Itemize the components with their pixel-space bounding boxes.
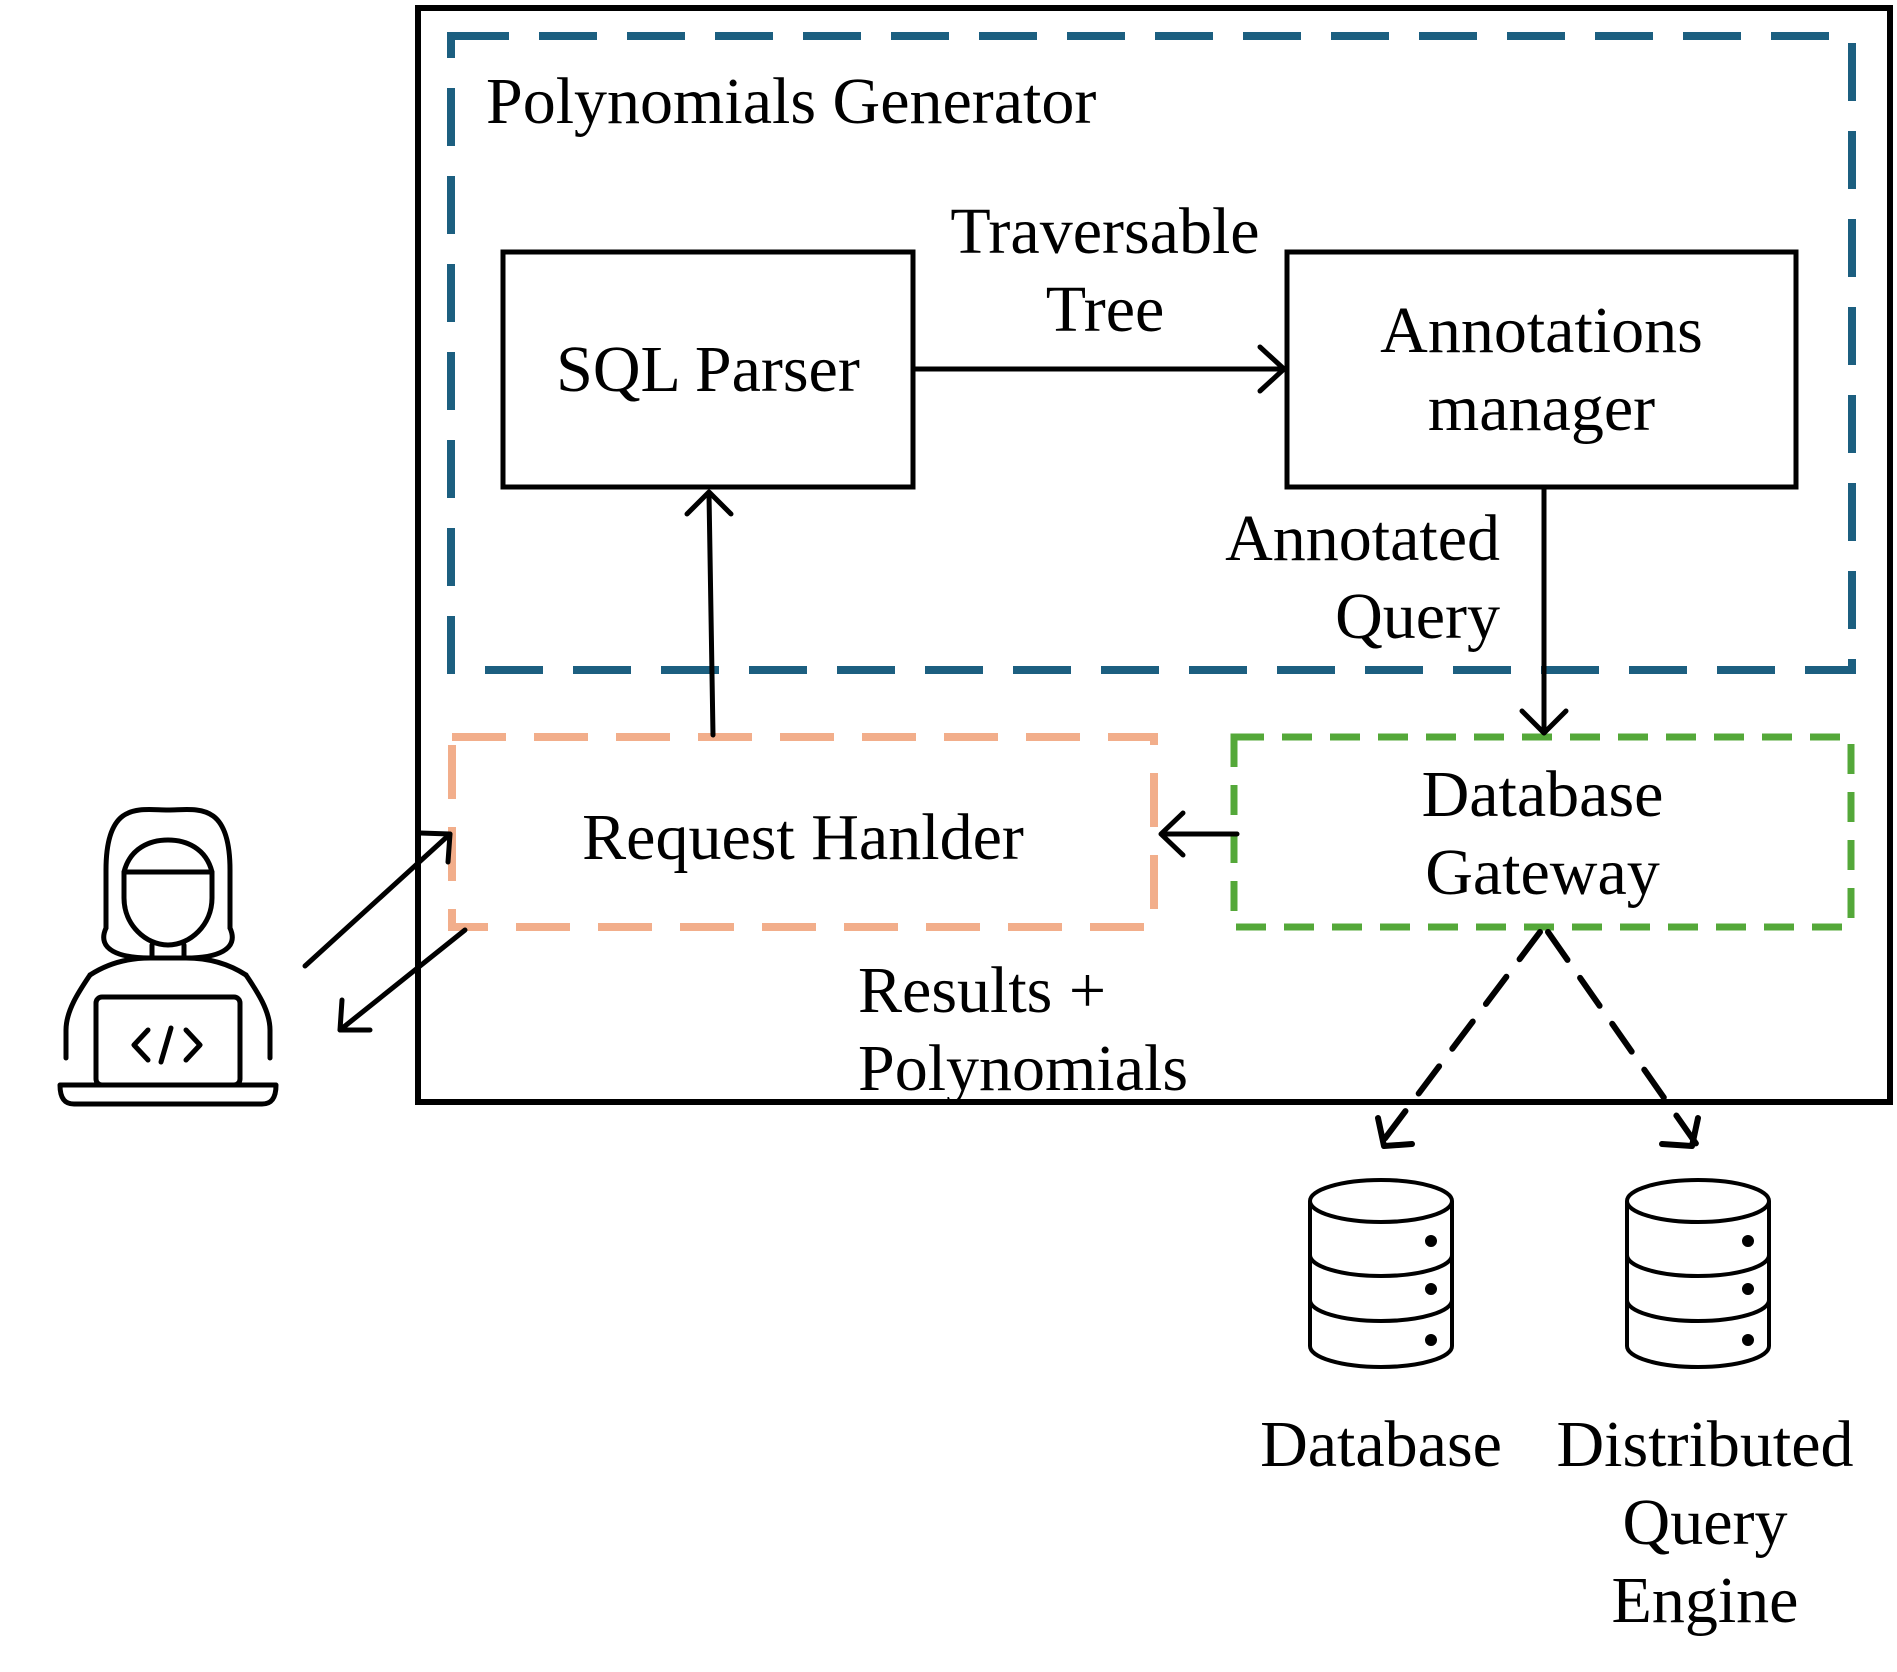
distributed-engine-icon	[1625, 1178, 1771, 1369]
handler-to-user-arrow	[337, 927, 468, 1033]
annotations-manager-line2: manager	[1427, 372, 1656, 445]
annotated-query-line2: Query	[1335, 580, 1500, 653]
request-handler-label: Request Hanlder	[582, 801, 1024, 874]
annotations-manager-label: Annotations manager	[1287, 292, 1796, 448]
gateway-to-engine-arrow	[1545, 929, 1701, 1149]
request-to-parser-arrow	[684, 489, 734, 738]
results-polynomials-line2: Polynomials	[858, 1032, 1189, 1105]
database-icon	[1308, 1178, 1454, 1369]
traversable-tree-label: Traversable Tree	[920, 193, 1290, 349]
gateway-to-database-arrow	[1375, 929, 1543, 1149]
results-polynomials-line1: Results +	[858, 954, 1107, 1027]
generator-title: Polynomials Generator	[486, 65, 1097, 138]
request-handler-box	[448, 733, 1158, 931]
results-polynomials-label: Results + Polynomials	[858, 952, 1188, 1108]
distributed-engine-line3: Engine	[1611, 1564, 1799, 1637]
annotations-manager-line1: Annotations	[1380, 294, 1703, 367]
annotated-query-line1: Annotated	[1225, 502, 1500, 575]
traversable-tree-arrow	[910, 344, 1287, 394]
distributed-engine-label: Distributed Query Engine	[1540, 1406, 1870, 1640]
developer-laptop-icon	[57, 807, 279, 1107]
database-gateway-box	[1230, 733, 1855, 931]
database-gateway-line1: Database	[1421, 758, 1664, 831]
traversable-tree-line2: Tree	[1045, 273, 1165, 346]
annotated-query-label: Annotated Query	[1150, 500, 1500, 656]
polynomials-generator-box	[447, 32, 1856, 674]
traversable-tree-line1: Traversable	[950, 195, 1260, 268]
gateway-to-handler-arrow	[1158, 810, 1240, 858]
annotated-query-arrow	[1519, 484, 1569, 736]
user-to-handler-arrow	[302, 830, 453, 969]
database-gateway-label: Database Gateway	[1234, 756, 1851, 912]
distributed-engine-line1: Distributed	[1556, 1408, 1854, 1481]
system-boundary-box	[415, 5, 1893, 1105]
database-gateway-line2: Gateway	[1425, 836, 1660, 909]
sql-parser-label: SQL Parser	[556, 333, 860, 406]
distributed-engine-line2: Query	[1622, 1486, 1788, 1559]
database-label: Database	[1260, 1408, 1502, 1481]
